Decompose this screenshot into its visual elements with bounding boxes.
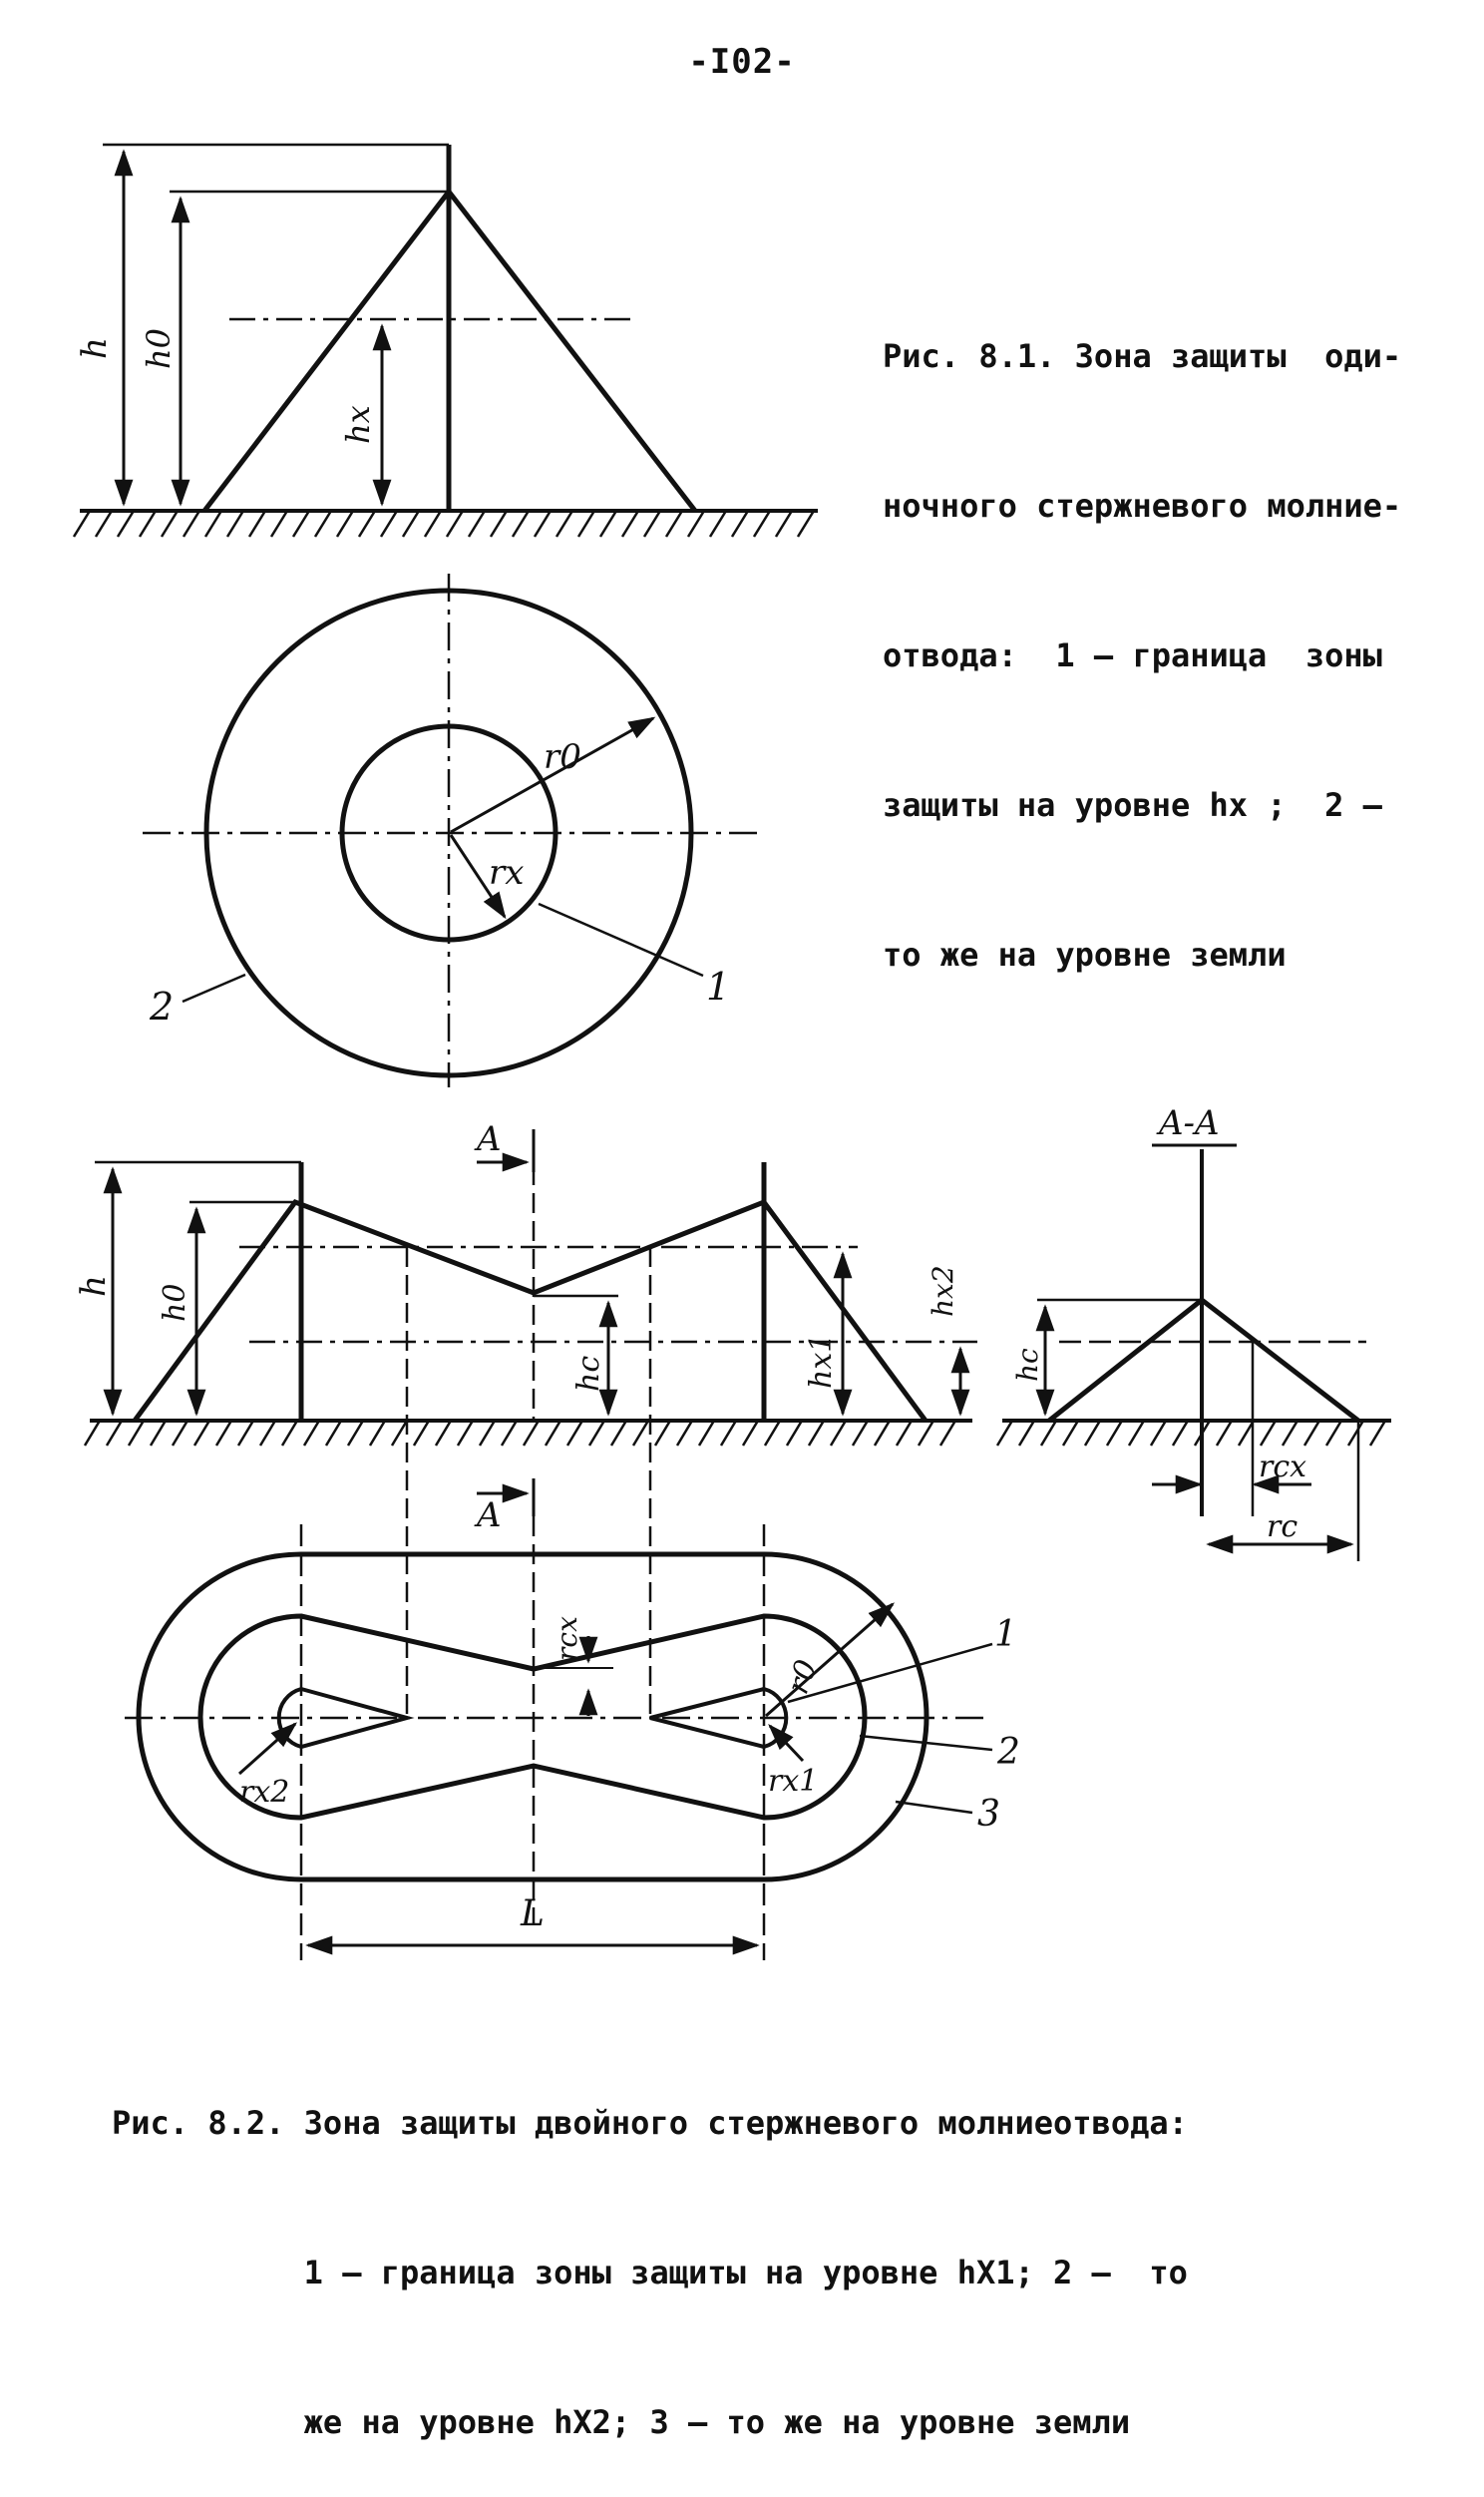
figure1-caption-line: Рис. 8.1. Зона защиты оди- [883, 337, 1402, 375]
fig2-radius-rx1 [768, 1724, 805, 1763]
fig1-radius-rx [449, 834, 507, 920]
fig2-ground-hatching [83, 1420, 957, 1447]
fig2-label-item2: 2 [996, 1732, 1020, 1773]
fig2-hx2-zone-outline [197, 1613, 868, 1821]
fig2-leader-3 [895, 1800, 973, 1815]
fig2-label-hx1: hx1 [804, 1334, 839, 1389]
fig2-label-rx1: rx1 [768, 1764, 818, 1799]
fig1-label-item1: 1 [706, 965, 730, 1009]
fig1-label-hx: hx [339, 405, 377, 444]
section-label-rcx: rcx [1259, 1450, 1306, 1484]
fig2-leader-1 [787, 1642, 993, 1704]
section-label-hc: hc [1011, 1348, 1044, 1382]
figure2-caption: Рис. 8.2. Зона защиты двойного стержнево… [112, 1998, 1188, 2497]
fig1-label-item2: 2 [149, 985, 174, 1029]
fig1-elevation [72, 143, 818, 538]
fig2-elevation [83, 1129, 977, 1718]
fig2-radius-rx2 [238, 1722, 298, 1776]
fig1-leader-1 [538, 902, 704, 978]
fig2-leader-2 [859, 1734, 993, 1752]
fig1-label-h0: h0 [140, 328, 178, 369]
fig2-label-rx2: rx2 [239, 1775, 289, 1810]
fig2-ground-zone-outline [136, 1551, 929, 1882]
fig2-plan [125, 1516, 993, 1960]
fig1-cone-left [202, 190, 451, 513]
figure2-caption-line: Рис. 8.2. Зона защиты двойного стержнево… [112, 2104, 1188, 2142]
fig1-label-h: h [75, 337, 115, 359]
fig2-label-L: L [520, 1893, 545, 1934]
fig2-label-section-bottom: A [474, 1495, 502, 1535]
lightning-protection-drawing: h h0 hx r0 rx 1 2 [72, 143, 1391, 1960]
fig2-radius-r0 [765, 1602, 896, 1718]
page-number: -I02- [688, 42, 796, 82]
section-label-rc: rc [1267, 1509, 1298, 1544]
fig1-label-rx: rx [489, 853, 524, 893]
figure2-caption-line: 1 – граница зоны защиты на уровне hX1; 2… [112, 2254, 1188, 2291]
figure1-caption-line: ночного стержневого молние- [883, 487, 1402, 525]
fig2-label-section-top: A [474, 1119, 502, 1159]
fig2-label-hc: hc [571, 1356, 606, 1392]
section-ground-hatching [995, 1420, 1387, 1447]
fig1-leader-2 [182, 973, 246, 1004]
fig2-label-hx2: hx2 [927, 1265, 959, 1317]
fig1-radius-r0 [450, 716, 656, 834]
fig1-label-r0: r0 [544, 737, 581, 777]
fig2-label-item1: 1 [994, 1614, 1017, 1655]
fig2-label-h: h [74, 1275, 114, 1297]
fig2-label-rcx: rcx [551, 1616, 583, 1661]
figure2-caption-line: же на уровне hX2; 3 – то же на уровне зе… [112, 2403, 1131, 2441]
fig1-plan [143, 574, 760, 1087]
fig2-section-view [995, 1143, 1391, 1561]
figure1-caption-line: защиты на уровне hx ; 2 – [883, 786, 1382, 824]
fig2-hx1-zone-right [649, 1686, 789, 1750]
section-title: A-A [1156, 1103, 1220, 1143]
figure1-caption-line: отвода: 1 – граница зоны [883, 636, 1382, 674]
fig2-label-h0: h0 [158, 1284, 192, 1322]
fig1-cone-right [447, 190, 697, 513]
fig2-label-item3: 3 [977, 1794, 1000, 1835]
fig1-ground-hatching [72, 510, 816, 538]
figure1-caption-line: то же на уровне земли [883, 936, 1287, 974]
figure1-caption: Рис. 8.1. Зона защиты оди- ночного стерж… [883, 231, 1401, 1030]
